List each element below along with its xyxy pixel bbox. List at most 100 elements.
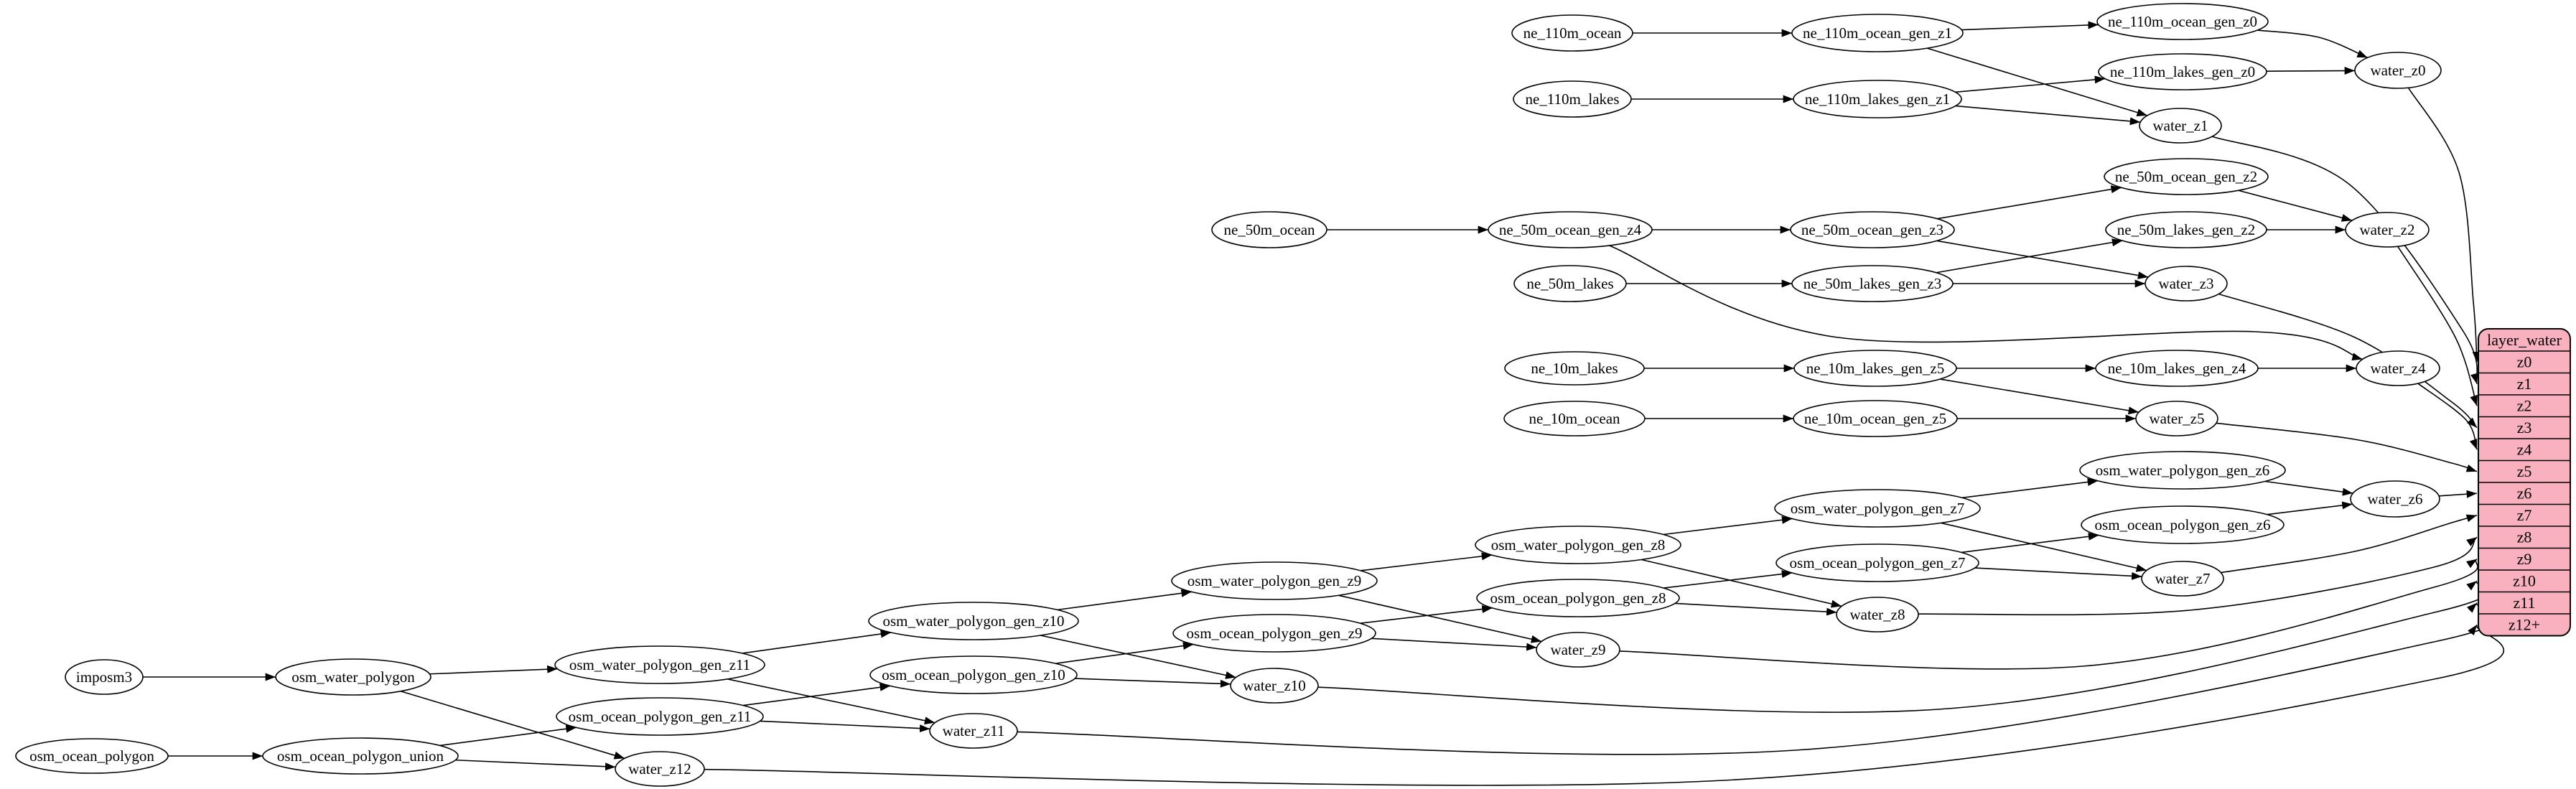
edge-osm_ocean_polygon_gen_z9-to-osm_ocean_polygon_gen_z8 bbox=[1360, 605, 1493, 624]
node-ellipse-water_z9 bbox=[1536, 632, 1620, 668]
node-label-water_z4: water_z4 bbox=[2371, 360, 2426, 377]
table-row-z12+: z12+ bbox=[2509, 616, 2540, 634]
node-label-ne_10m_lakes_gen_z4: ne_10m_lakes_gen_z4 bbox=[2108, 360, 2246, 377]
edge-osm_water_polygon_gen_z7-to-osm_water_polygon_gen_z6 bbox=[1961, 478, 2099, 499]
node-ellipse-ne_50m_lakes bbox=[1513, 265, 1627, 302]
node-label-ne_50m_ocean_gen_z4: ne_50m_ocean_gen_z4 bbox=[1499, 221, 1642, 238]
node-ne_50m_ocean_gen_z3: ne_50m_ocean_gen_z3 bbox=[1790, 211, 1955, 248]
table-row-z9: z9 bbox=[2517, 550, 2532, 568]
node-ellipse-ne_10m_lakes bbox=[1504, 351, 1645, 386]
node-osm_ocean_polygon_gen_z10: osm_ocean_polygon_gen_z10 bbox=[869, 655, 1078, 694]
node-osm_ocean_polygon_gen_z9: osm_ocean_polygon_gen_z9 bbox=[1172, 614, 1376, 653]
node-label-osm_water_polygon_gen_z9: osm_water_polygon_gen_z9 bbox=[1187, 572, 1362, 589]
node-ne_10m_lakes_gen_z4: ne_10m_lakes_gen_z4 bbox=[2095, 350, 2259, 387]
node-ellipse-water_z12 bbox=[615, 751, 705, 787]
node-osm_water_polygon_gen_z11: osm_water_polygon_gen_z11 bbox=[554, 645, 765, 684]
node-ne_110m_ocean: ne_110m_ocean bbox=[1511, 14, 1633, 52]
edge-water_z9-to-layer_water-z9 bbox=[1619, 559, 2478, 670]
node-label-ne_10m_ocean: ne_10m_ocean bbox=[1529, 410, 1620, 427]
node-ellipse-osm_water_polygon_gen_z6 bbox=[2079, 451, 2286, 490]
edge-osm_ocean_polygon_gen_z8-to-osm_ocean_polygon_gen_z7 bbox=[1663, 570, 1793, 589]
node-water_z0: water_z0 bbox=[2354, 52, 2442, 89]
node-ellipse-ne_110m_lakes_gen_z1 bbox=[1793, 80, 1962, 118]
node-ne_10m_lakes_gen_z5: ne_10m_lakes_gen_z5 bbox=[1793, 350, 1957, 387]
node-ellipse-osm_ocean_polygon_gen_z9 bbox=[1172, 614, 1376, 653]
node-ellipse-osm_water_polygon_gen_z11 bbox=[554, 645, 765, 684]
edge-osm_ocean_polygon_union-to-water_z12 bbox=[455, 759, 616, 771]
edge-water_z3-to-layer_water-z3 bbox=[2218, 293, 2478, 429]
node-label-osm_ocean_polygon_gen_z8: osm_ocean_polygon_gen_z8 bbox=[1490, 589, 1666, 607]
node-label-water_z7: water_z7 bbox=[2155, 570, 2211, 587]
node-label-osm_water_polygon: osm_water_polygon bbox=[291, 668, 415, 686]
node-ellipse-ne_50m_ocean bbox=[1211, 211, 1327, 248]
edge-osm_ocean_polygon_union-to-osm_ocean_polygon_gen_z11 bbox=[439, 724, 577, 747]
node-label-ne_110m_ocean_gen_z1: ne_110m_ocean_gen_z1 bbox=[1803, 24, 1952, 42]
node-osm_water_polygon_gen_z10: osm_water_polygon_gen_z10 bbox=[868, 602, 1079, 640]
node-ellipse-osm_water_polygon_gen_z9 bbox=[1171, 561, 1378, 600]
edge-osm_water_polygon_gen_z9-to-osm_water_polygon_gen_z8 bbox=[1360, 552, 1493, 571]
edge-osm_water_polygon_gen_z10-to-water_z10 bbox=[1040, 635, 1236, 679]
node-ellipse-water_z11 bbox=[929, 713, 1018, 749]
node-ellipse-water_z3 bbox=[2145, 266, 2228, 302]
node-ellipse-ne_110m_ocean_gen_z1 bbox=[1791, 14, 1964, 52]
node-ellipse-osm_water_polygon_gen_z8 bbox=[1475, 526, 1681, 564]
node-ellipse-water_z2 bbox=[2345, 212, 2430, 248]
node-label-water_z6: water_z6 bbox=[2368, 490, 2423, 508]
edge-osm_water_polygon_gen_z8-to-osm_water_polygon_gen_z7 bbox=[1663, 515, 1793, 536]
node-osm_ocean_polygon: osm_ocean_polygon bbox=[15, 738, 169, 774]
table-row-z0: z0 bbox=[2517, 353, 2532, 371]
node-ne_50m_ocean_gen_z2: ne_50m_ocean_gen_z2 bbox=[2104, 158, 2269, 195]
node-ellipse-imposm3 bbox=[65, 659, 144, 695]
edge-osm_ocean_polygon_gen_z7-to-water_z7 bbox=[1974, 567, 2142, 580]
node-ellipse-ne_110m_ocean_gen_z0 bbox=[2096, 3, 2269, 40]
node-osm_water_polygon_gen_z7: osm_water_polygon_gen_z7 bbox=[1774, 489, 1981, 528]
table-row-z5: z5 bbox=[2517, 462, 2532, 480]
node-ellipse-water_z0 bbox=[2354, 52, 2442, 89]
edge-ne_50m_ocean_gen_z3-to-ne_50m_ocean_gen_z2 bbox=[1937, 185, 2122, 220]
node-ellipse-osm_water_polygon_gen_z7 bbox=[1774, 489, 1981, 528]
node-ellipse-osm_ocean_polygon_gen_z8 bbox=[1476, 579, 1680, 617]
node-osm_ocean_polygon_gen_z11: osm_ocean_polygon_gen_z11 bbox=[556, 697, 764, 736]
table-row-z4: z4 bbox=[2517, 441, 2532, 459]
node-ellipse-water_z1 bbox=[2139, 108, 2222, 144]
edge-water_z2-to-layer_water-z2 bbox=[2397, 246, 2478, 406]
table-row-z1: z1 bbox=[2517, 375, 2532, 393]
node-ellipse-ne_10m_lakes_gen_z5 bbox=[1793, 350, 1957, 387]
edge-ne_50m_lakes_gen_z3-to-ne_50m_lakes_gen_z2 bbox=[1936, 238, 2123, 274]
node-ellipse-water_z6 bbox=[2350, 480, 2440, 518]
node-label-osm_water_polygon_gen_z10: osm_water_polygon_gen_z10 bbox=[882, 612, 1064, 630]
node-label-ne_110m_ocean_gen_z0: ne_110m_ocean_gen_z0 bbox=[2108, 13, 2257, 30]
node-ne_50m_lakes_gen_z2: ne_50m_lakes_gen_z2 bbox=[2105, 211, 2267, 248]
node-osm_water_polygon_gen_z6: osm_water_polygon_gen_z6 bbox=[2079, 451, 2286, 490]
node-label-osm_ocean_polygon_gen_z10: osm_ocean_polygon_gen_z10 bbox=[882, 666, 1065, 683]
node-ellipse-ne_50m_lakes_gen_z3 bbox=[1791, 265, 1954, 302]
node-ellipse-ne_110m_ocean bbox=[1511, 14, 1633, 52]
edge-water_z6-to-layer_water-z6 bbox=[2439, 490, 2478, 498]
node-label-water_z3: water_z3 bbox=[2159, 275, 2214, 292]
node-label-water_z5: water_z5 bbox=[2150, 410, 2205, 427]
node-label-ne_10m_ocean_gen_z5: ne_10m_ocean_gen_z5 bbox=[1804, 410, 1946, 427]
edges bbox=[143, 21, 2505, 786]
node-water_z8: water_z8 bbox=[1836, 597, 1919, 632]
edge-ne_50m_ocean_gen_z4-to-water_z4 bbox=[1609, 245, 2363, 361]
edge-water_z12-to-layer_water-z12+ bbox=[704, 624, 2505, 786]
node-ellipse-ne_110m_lakes bbox=[1513, 80, 1632, 118]
node-ellipse-water_z7 bbox=[2141, 561, 2224, 597]
node-osm_ocean_polygon_gen_z6: osm_ocean_polygon_gen_z6 bbox=[2081, 505, 2285, 544]
edge-osm_water_polygon_gen_z6-to-water_z6 bbox=[2264, 480, 2353, 496]
node-water_z10: water_z10 bbox=[1230, 668, 1319, 704]
node-label-osm_ocean_polygon_union: osm_ocean_polygon_union bbox=[277, 747, 444, 765]
node-ne_110m_ocean_gen_z1: ne_110m_ocean_gen_z1 bbox=[1791, 14, 1964, 52]
node-label-ne_110m_ocean: ne_110m_ocean bbox=[1523, 24, 1622, 42]
node-ellipse-ne_10m_ocean_gen_z5 bbox=[1793, 400, 1958, 437]
edge-ne_110m_ocean_gen_z0-to-water_z0 bbox=[2257, 29, 2368, 59]
table-row-z11: z11 bbox=[2514, 594, 2536, 612]
edge-osm_ocean_polygon_gen_z10-to-water_z10 bbox=[1075, 678, 1231, 688]
node-label-osm_ocean_polygon_gen_z6: osm_ocean_polygon_gen_z6 bbox=[2095, 516, 2271, 533]
edge-osm_water_polygon_gen_z10-to-osm_water_polygon_gen_z9 bbox=[1057, 589, 1192, 611]
node-ellipse-osm_ocean_polygon_gen_z10 bbox=[869, 655, 1078, 694]
node-ne_110m_lakes: ne_110m_lakes bbox=[1513, 80, 1632, 118]
node-ne_10m_lakes: ne_10m_lakes bbox=[1504, 351, 1645, 386]
